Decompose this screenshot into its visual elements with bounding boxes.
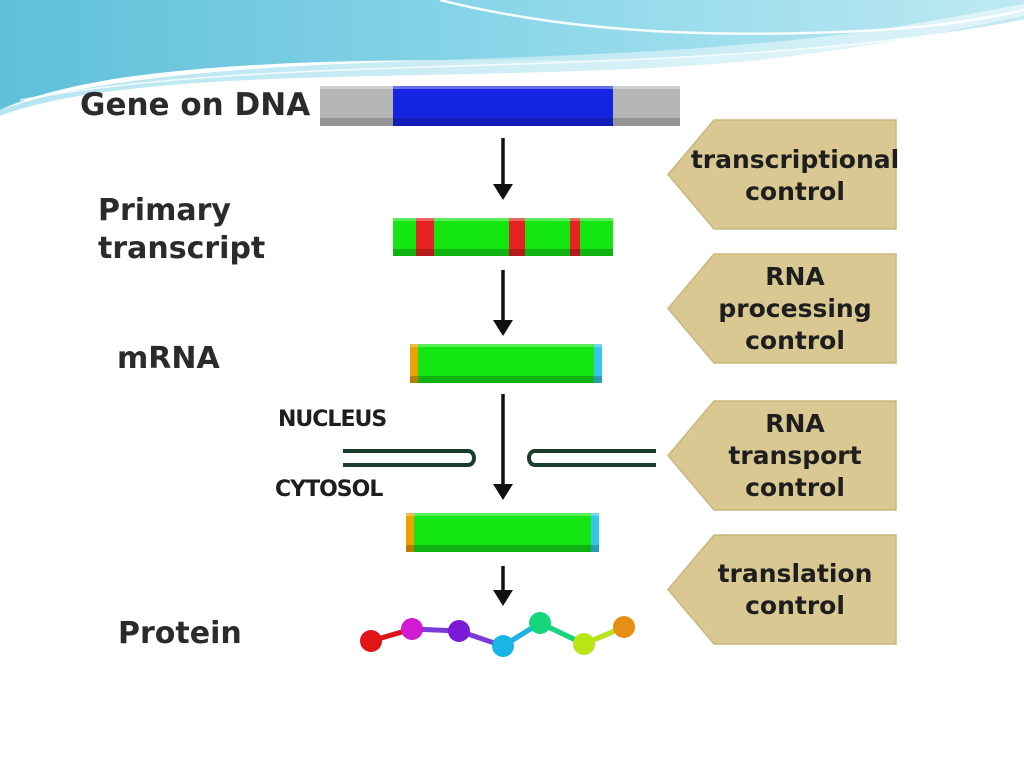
gene-on-dna-label: Gene on DNA	[80, 87, 311, 123]
nuclear-membrane-left	[343, 449, 476, 467]
control-box	[667, 400, 897, 511]
control-box	[667, 253, 897, 364]
down-arrow	[493, 270, 513, 336]
protein-label: Protein	[118, 616, 242, 651]
mrna-3prime-tail	[591, 513, 599, 552]
mrna-coding-region	[418, 344, 594, 383]
mrna-3prime-tail	[594, 344, 602, 383]
down-arrow	[493, 394, 513, 500]
intron	[509, 218, 525, 256]
down-arrow	[493, 566, 513, 606]
control-box	[667, 119, 897, 230]
nuclear-membrane-right	[527, 449, 656, 467]
transcriptional-control-label: transcriptional control	[690, 145, 900, 206]
amino-acid	[492, 635, 514, 657]
translation-control-label: translation control	[717, 559, 873, 620]
down-arrow	[493, 138, 513, 200]
mrna-bar	[410, 344, 602, 383]
mrna-label: mRNA	[117, 341, 220, 376]
rna-transport-control-label: RNA transport control	[728, 409, 862, 502]
nucleus-label: NUCLEUS	[278, 407, 387, 432]
intron	[570, 218, 580, 256]
amino-acid	[448, 620, 470, 642]
control-box	[667, 534, 897, 645]
rna-processing-control-label: RNA processing control	[718, 262, 872, 355]
primary-transcript-label: Primary transcript	[98, 193, 266, 266]
mrna-coding-region	[414, 513, 591, 552]
header-wave-decoration	[0, 0, 1024, 116]
control-callouts	[667, 119, 897, 645]
flow-arrows	[493, 138, 513, 606]
intron	[416, 218, 434, 256]
primary-transcript-bar	[393, 218, 613, 256]
dna-flank-left	[320, 86, 393, 126]
nuclear-envelope	[343, 449, 656, 467]
amino-acid	[573, 633, 595, 655]
mrna-5prime-cap	[410, 344, 418, 383]
amino-acid	[360, 630, 382, 652]
protein-chain	[360, 612, 635, 657]
mrna-5prime-cap	[406, 513, 414, 552]
amino-acid	[529, 612, 551, 634]
amino-acid	[401, 618, 423, 640]
dna-flank-right	[613, 86, 680, 126]
dna-gene-region	[393, 86, 613, 126]
cytosolic-mrna-bar	[406, 513, 599, 552]
cytosol-label: CYTOSOL	[275, 477, 383, 502]
amino-acid	[613, 616, 635, 638]
dna-gene-bar	[320, 86, 680, 126]
